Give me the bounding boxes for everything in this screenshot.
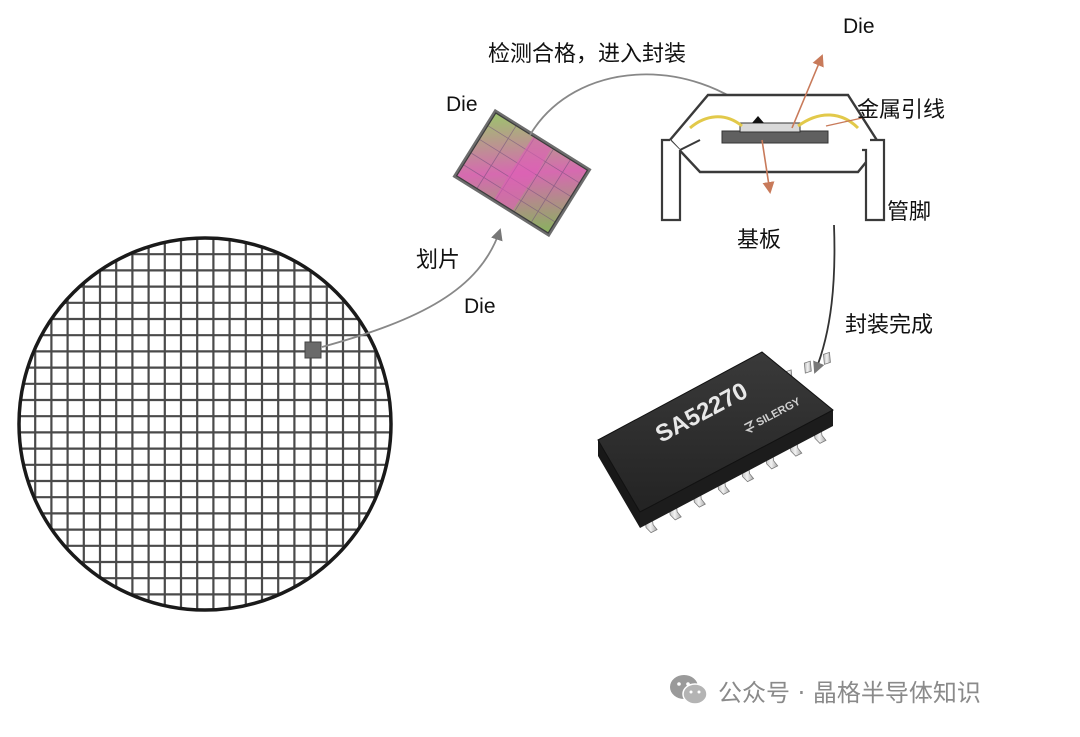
watermark: 公众号 · 晶格半导体知识 [668, 672, 981, 708]
selected-die [304, 341, 322, 359]
label-inspection: 检测合格，进入封装 [488, 42, 687, 67]
watermark-text: 公众号 · 晶格半导体知识 [718, 678, 981, 707]
bond-wire-left [689, 115, 743, 130]
label-die-wafer: Die [464, 295, 496, 318]
diced-die [452, 108, 592, 238]
pin-right [862, 138, 886, 222]
chip-body [597, 351, 834, 513]
wafer-outline [17, 236, 393, 612]
label-substrate: 基板 [737, 228, 782, 253]
substrate-pointer-arrow [761, 139, 775, 194]
pin-left [660, 138, 682, 222]
package-cross-section [660, 54, 886, 222]
dicing-arrow [321, 228, 503, 348]
label-dicing: 划片 [416, 248, 461, 273]
label-package-done: 封装完成 [845, 313, 934, 338]
chip-pin [823, 351, 831, 365]
label-die-chip: Die [446, 93, 478, 116]
die-pointer-arrow [791, 54, 824, 129]
wechat-icon [670, 675, 708, 705]
package-die [739, 122, 801, 133]
packaging-arrow [813, 224, 836, 374]
chip-pin [803, 360, 812, 374]
substrate [721, 130, 829, 144]
wire-pointer-line [825, 117, 863, 127]
label-metal-wire: 金属引线 [857, 98, 946, 123]
label-die-top: Die [843, 15, 875, 38]
finished-chip [597, 351, 834, 534]
bond-wire-right [797, 113, 860, 130]
label-pin: 管脚 [887, 200, 932, 225]
wafer [17, 236, 393, 612]
